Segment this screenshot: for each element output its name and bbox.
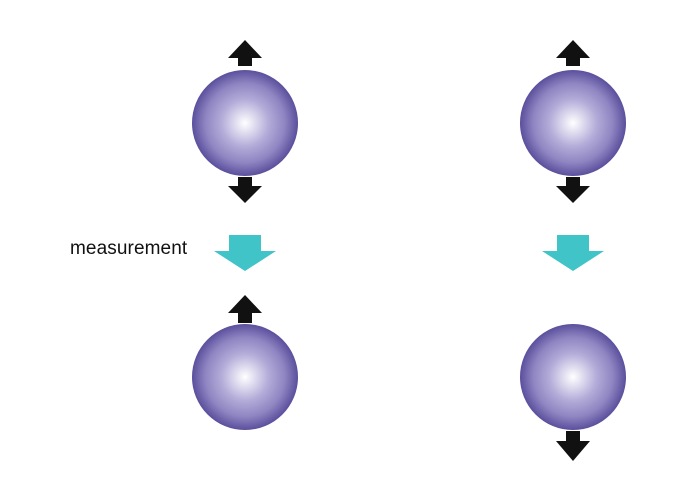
spin-down-arrow-right-after xyxy=(556,431,590,461)
spin-down-arrow-right-before xyxy=(556,177,590,203)
spin-up-arrow-left-before xyxy=(228,40,262,66)
particle-sphere-right-after xyxy=(520,324,626,430)
spin-up-arrow-right-before xyxy=(556,40,590,66)
particle-sphere-right-before xyxy=(520,70,626,176)
spin-up-arrow-left-after xyxy=(228,295,262,323)
spin-down-arrow-left-before xyxy=(228,177,262,203)
measurement-arrow-left xyxy=(214,235,276,271)
particle-sphere-left-after xyxy=(192,324,298,430)
measurement-label: measurement xyxy=(70,238,188,259)
measurement-arrow-right xyxy=(542,235,604,271)
particle-sphere-left-before xyxy=(192,70,298,176)
